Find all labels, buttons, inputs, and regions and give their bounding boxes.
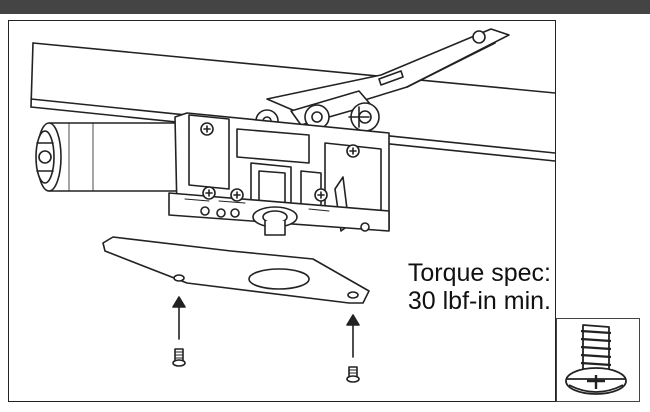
installation-diagram (30, 28, 555, 383)
closer-cylinder (35, 122, 178, 192)
diagram-frame: Torque spec: 30 lbf-in min. (8, 20, 556, 402)
closer-body (168, 112, 390, 236)
screw-left-icon (172, 348, 186, 367)
mounting-plate (102, 236, 370, 304)
torque-value-label: 30 lbf-in min. (407, 287, 551, 315)
arrow-left (172, 296, 186, 340)
header-title (0, 0, 650, 14)
arrow-right (346, 314, 360, 358)
screw-right-icon (346, 366, 360, 383)
machine-screw-icon (565, 324, 627, 395)
torque-spec-label: Torque spec: (407, 259, 551, 287)
screw-detail-inset (556, 318, 640, 402)
header-bar (0, 0, 650, 14)
arm-assembly (255, 28, 510, 133)
